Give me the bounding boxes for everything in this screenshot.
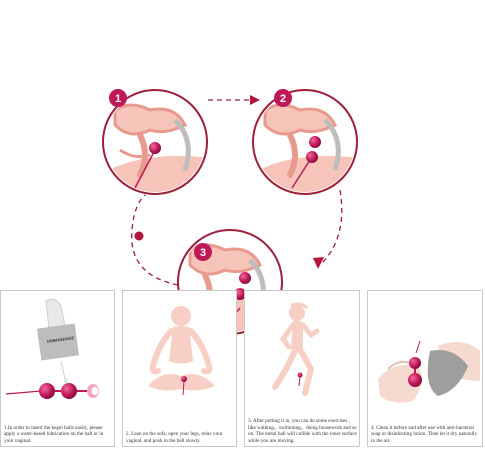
instruction-text-3: 3. After putting it in, you can do some …	[248, 418, 357, 444]
instruction-panel-3: 3. After putting it in, you can do some …	[244, 290, 360, 447]
instruction-text-2: 2. Lean on the sofa, open your legs, rel…	[126, 431, 223, 444]
instruction-text-4: 4. Clean it before and after use with an…	[371, 424, 478, 444]
step-3-badge	[194, 243, 212, 261]
arrowhead-2	[313, 257, 324, 269]
arrow-dot	[134, 231, 144, 241]
instruction-text-1: 1.In order to insert the kegel balls eas…	[4, 424, 104, 444]
step-1-illustration	[102, 89, 208, 195]
instruction-panel-2: 2. Lean on the sofa, open your legs, rel…	[122, 290, 237, 447]
step-1-badge	[109, 89, 127, 107]
step-1-number: 1	[115, 93, 121, 105]
instruction-panel-4: 4. Clean it before and after use with an…	[367, 290, 483, 447]
step-2-illustration	[252, 89, 358, 195]
cleaning-illustration	[378, 340, 480, 403]
instruction-panel-1: DRIMASHAGE 1.In order to insert the kege…	[0, 290, 115, 447]
step-2-number: 2	[280, 93, 286, 105]
meditation-figure	[148, 306, 215, 396]
running-figure	[272, 302, 320, 396]
flow-arrows	[131, 99, 343, 286]
lubricant-illustration	[5, 298, 99, 399]
arrow-2-to-3	[319, 189, 343, 266]
step-2-badge	[274, 89, 292, 107]
arrowhead-1	[250, 95, 260, 105]
step-3-number: 3	[200, 247, 206, 259]
